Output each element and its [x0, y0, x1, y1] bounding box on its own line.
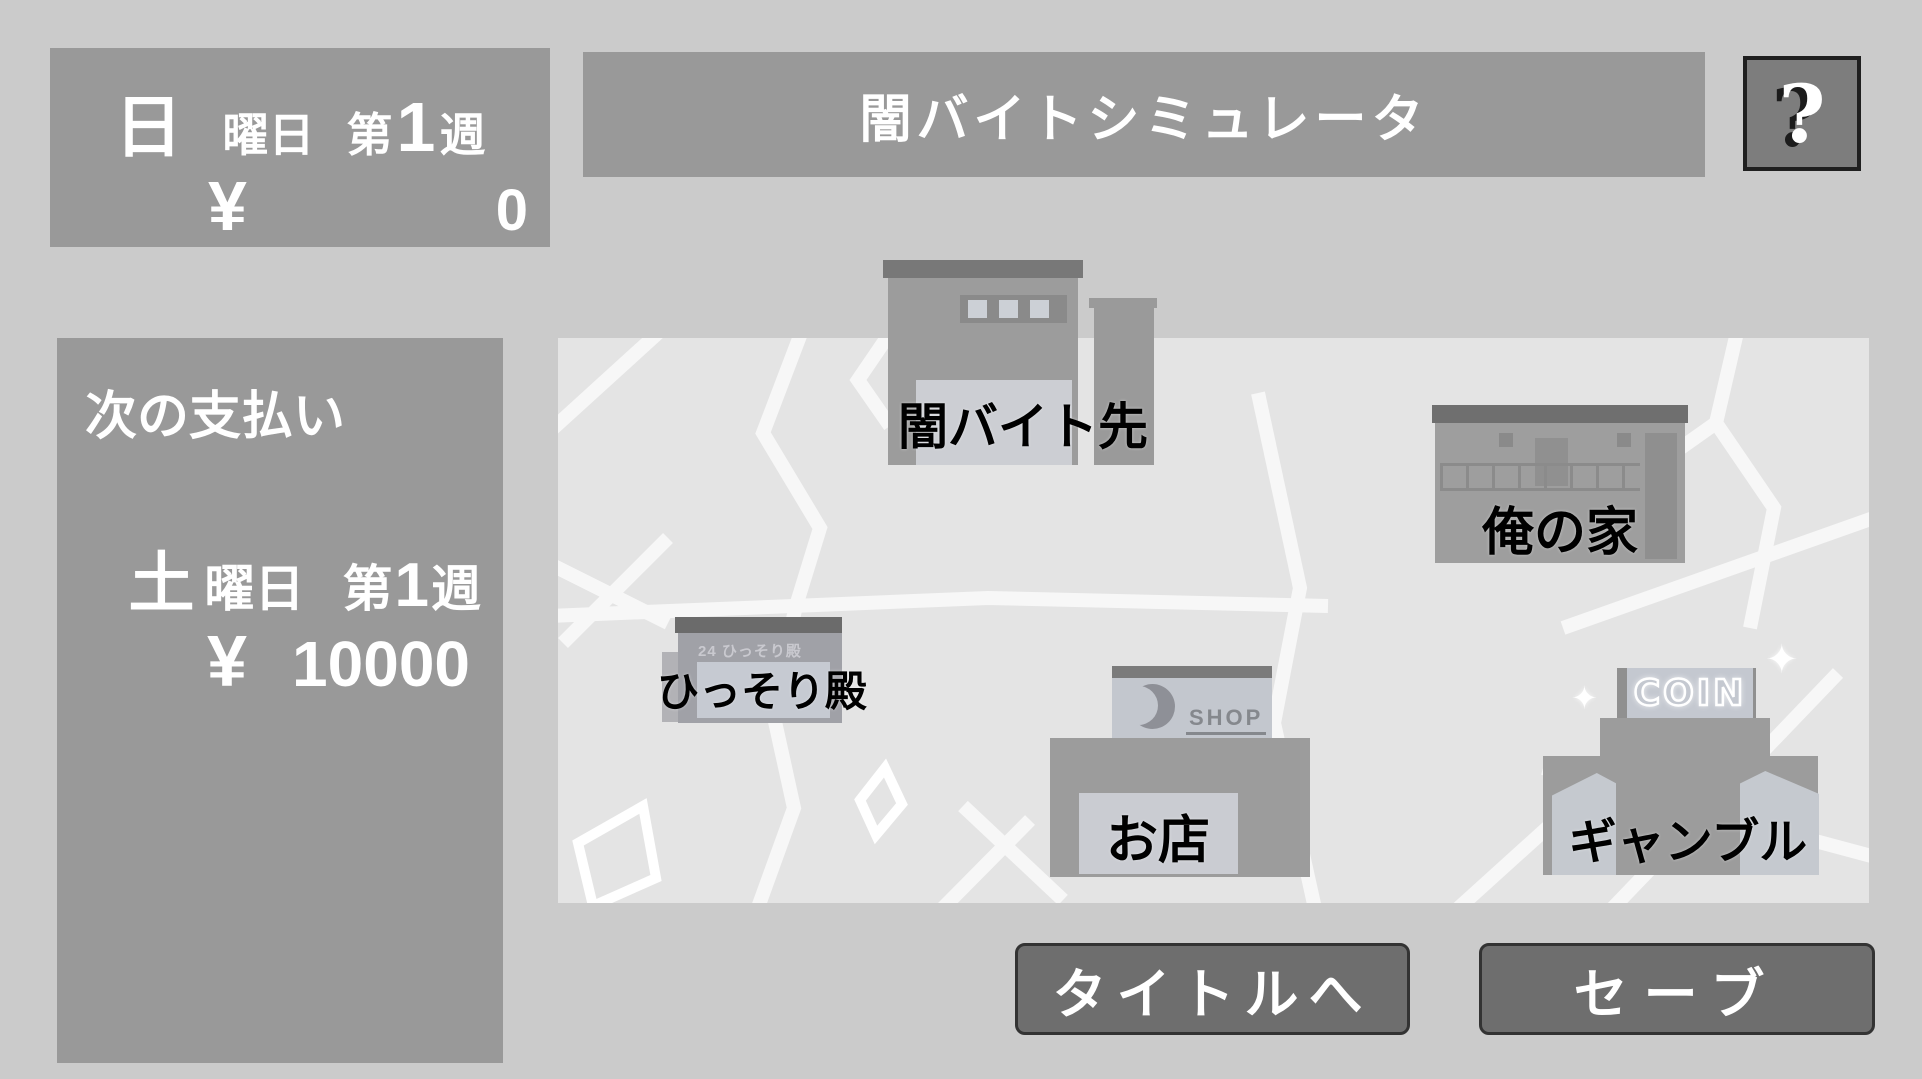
to-title-button[interactable]: タイトルへ — [1015, 943, 1410, 1035]
week-suffix: 週 — [439, 109, 486, 161]
next-payment-panel: 次の支払い 土 曜日 第 1 週 ¥ 10000 — [57, 338, 503, 1063]
week-number: 1 — [396, 88, 436, 166]
building-yamibaito-saki[interactable]: 闇バイト先 — [883, 260, 1183, 465]
payment-day-of-week-label: 曜日 — [204, 561, 305, 617]
game-title: 闇バイトシミュレータ — [859, 89, 1429, 150]
window — [1030, 300, 1049, 318]
house-right-panel — [1645, 433, 1677, 559]
shop-sign-strip — [1112, 666, 1272, 678]
window — [1617, 433, 1631, 447]
next-payment-heading: 次の支払い — [85, 388, 346, 446]
building-hissori-den[interactable]: 24 ひっそり殿 ひっそり殿 — [657, 617, 867, 723]
payment-week-prefix: 第 — [342, 561, 393, 617]
window — [999, 300, 1018, 318]
yamibaito-windows — [960, 295, 1067, 323]
to-title-button-label: タイトルへ — [1052, 961, 1373, 1026]
building-gambling[interactable]: ✦ ✦ COIN ギャンブル — [1543, 640, 1833, 888]
gamble-upper-tier — [1600, 718, 1770, 756]
gamble-signboard: COIN — [1627, 668, 1753, 718]
money-value: 0 — [495, 178, 528, 243]
yen-symbol: ¥ — [208, 167, 247, 245]
yamibaito-roof — [883, 260, 1083, 278]
hissori-annex — [662, 652, 678, 722]
shop-label: お店 — [1105, 810, 1210, 871]
gamble-entrance-right — [1740, 771, 1819, 875]
coin-sign-text: COIN — [1632, 671, 1747, 715]
hissori-label: ひっそり殿 — [656, 667, 867, 716]
save-button[interactable]: セーブ — [1479, 943, 1875, 1035]
window — [1499, 433, 1513, 447]
shop-storefront — [1079, 793, 1238, 874]
gamble-label: ギャンブル — [1568, 814, 1808, 870]
payment-amount-row: ¥ 10000 — [207, 621, 470, 703]
house-roof — [1432, 405, 1688, 423]
building-ore-no-ie[interactable]: 俺の家 — [1432, 405, 1688, 563]
window — [968, 300, 987, 318]
house-balcony-railing — [1440, 463, 1640, 491]
help-button[interactable]: ? — [1743, 56, 1861, 171]
payment-amount: 10000 — [292, 628, 470, 700]
question-mark-icon: ? — [1778, 66, 1826, 161]
hissori-roof — [675, 617, 842, 633]
yamibaito-label: 闇バイト先 — [898, 397, 1148, 456]
current-day: 日 — [114, 90, 183, 166]
city-map: 闇バイト先 俺の家 24 ひっそり殿 ひっそり殿 SHOP お店 — [558, 260, 1869, 903]
sparkle-icon: ✦ — [1571, 680, 1598, 716]
yamibaito-storefront — [916, 380, 1072, 465]
yamibaito-annex-cap — [1089, 298, 1157, 308]
shop-signboard: SHOP — [1112, 678, 1272, 738]
hissori-storefront — [697, 662, 830, 718]
current-day-row: 日 曜日 第 1 週 — [50, 72, 550, 171]
payment-yen-symbol: ¥ — [207, 622, 248, 702]
payment-week-suffix: 週 — [431, 561, 481, 617]
save-button-label: セーブ — [1573, 961, 1781, 1026]
building-omise[interactable]: SHOP お店 — [1050, 666, 1310, 877]
payment-due-day-row: 土 曜日 第 1 週 — [129, 530, 481, 626]
house-label: 俺の家 — [1481, 502, 1638, 563]
status-panel: 日 曜日 第 1 週 ¥ 0 — [50, 48, 550, 247]
shop-sign-text: SHOP — [1186, 705, 1267, 735]
crescent-icon — [1119, 684, 1175, 729]
payment-week-number: 1 — [394, 551, 429, 620]
week-prefix: 第 — [346, 109, 393, 161]
payment-due-day: 土 — [128, 546, 195, 620]
shop-logo-icon — [1119, 683, 1180, 731]
gamble-sign-post — [1617, 668, 1628, 720]
yamibaito-annex — [1094, 308, 1154, 465]
day-of-week-label: 曜日 — [222, 109, 315, 161]
money-row: ¥ 0 — [208, 166, 528, 246]
sparkle-icon: ✦ — [1765, 638, 1799, 682]
title-bar: 闇バイトシミュレータ — [583, 52, 1705, 177]
